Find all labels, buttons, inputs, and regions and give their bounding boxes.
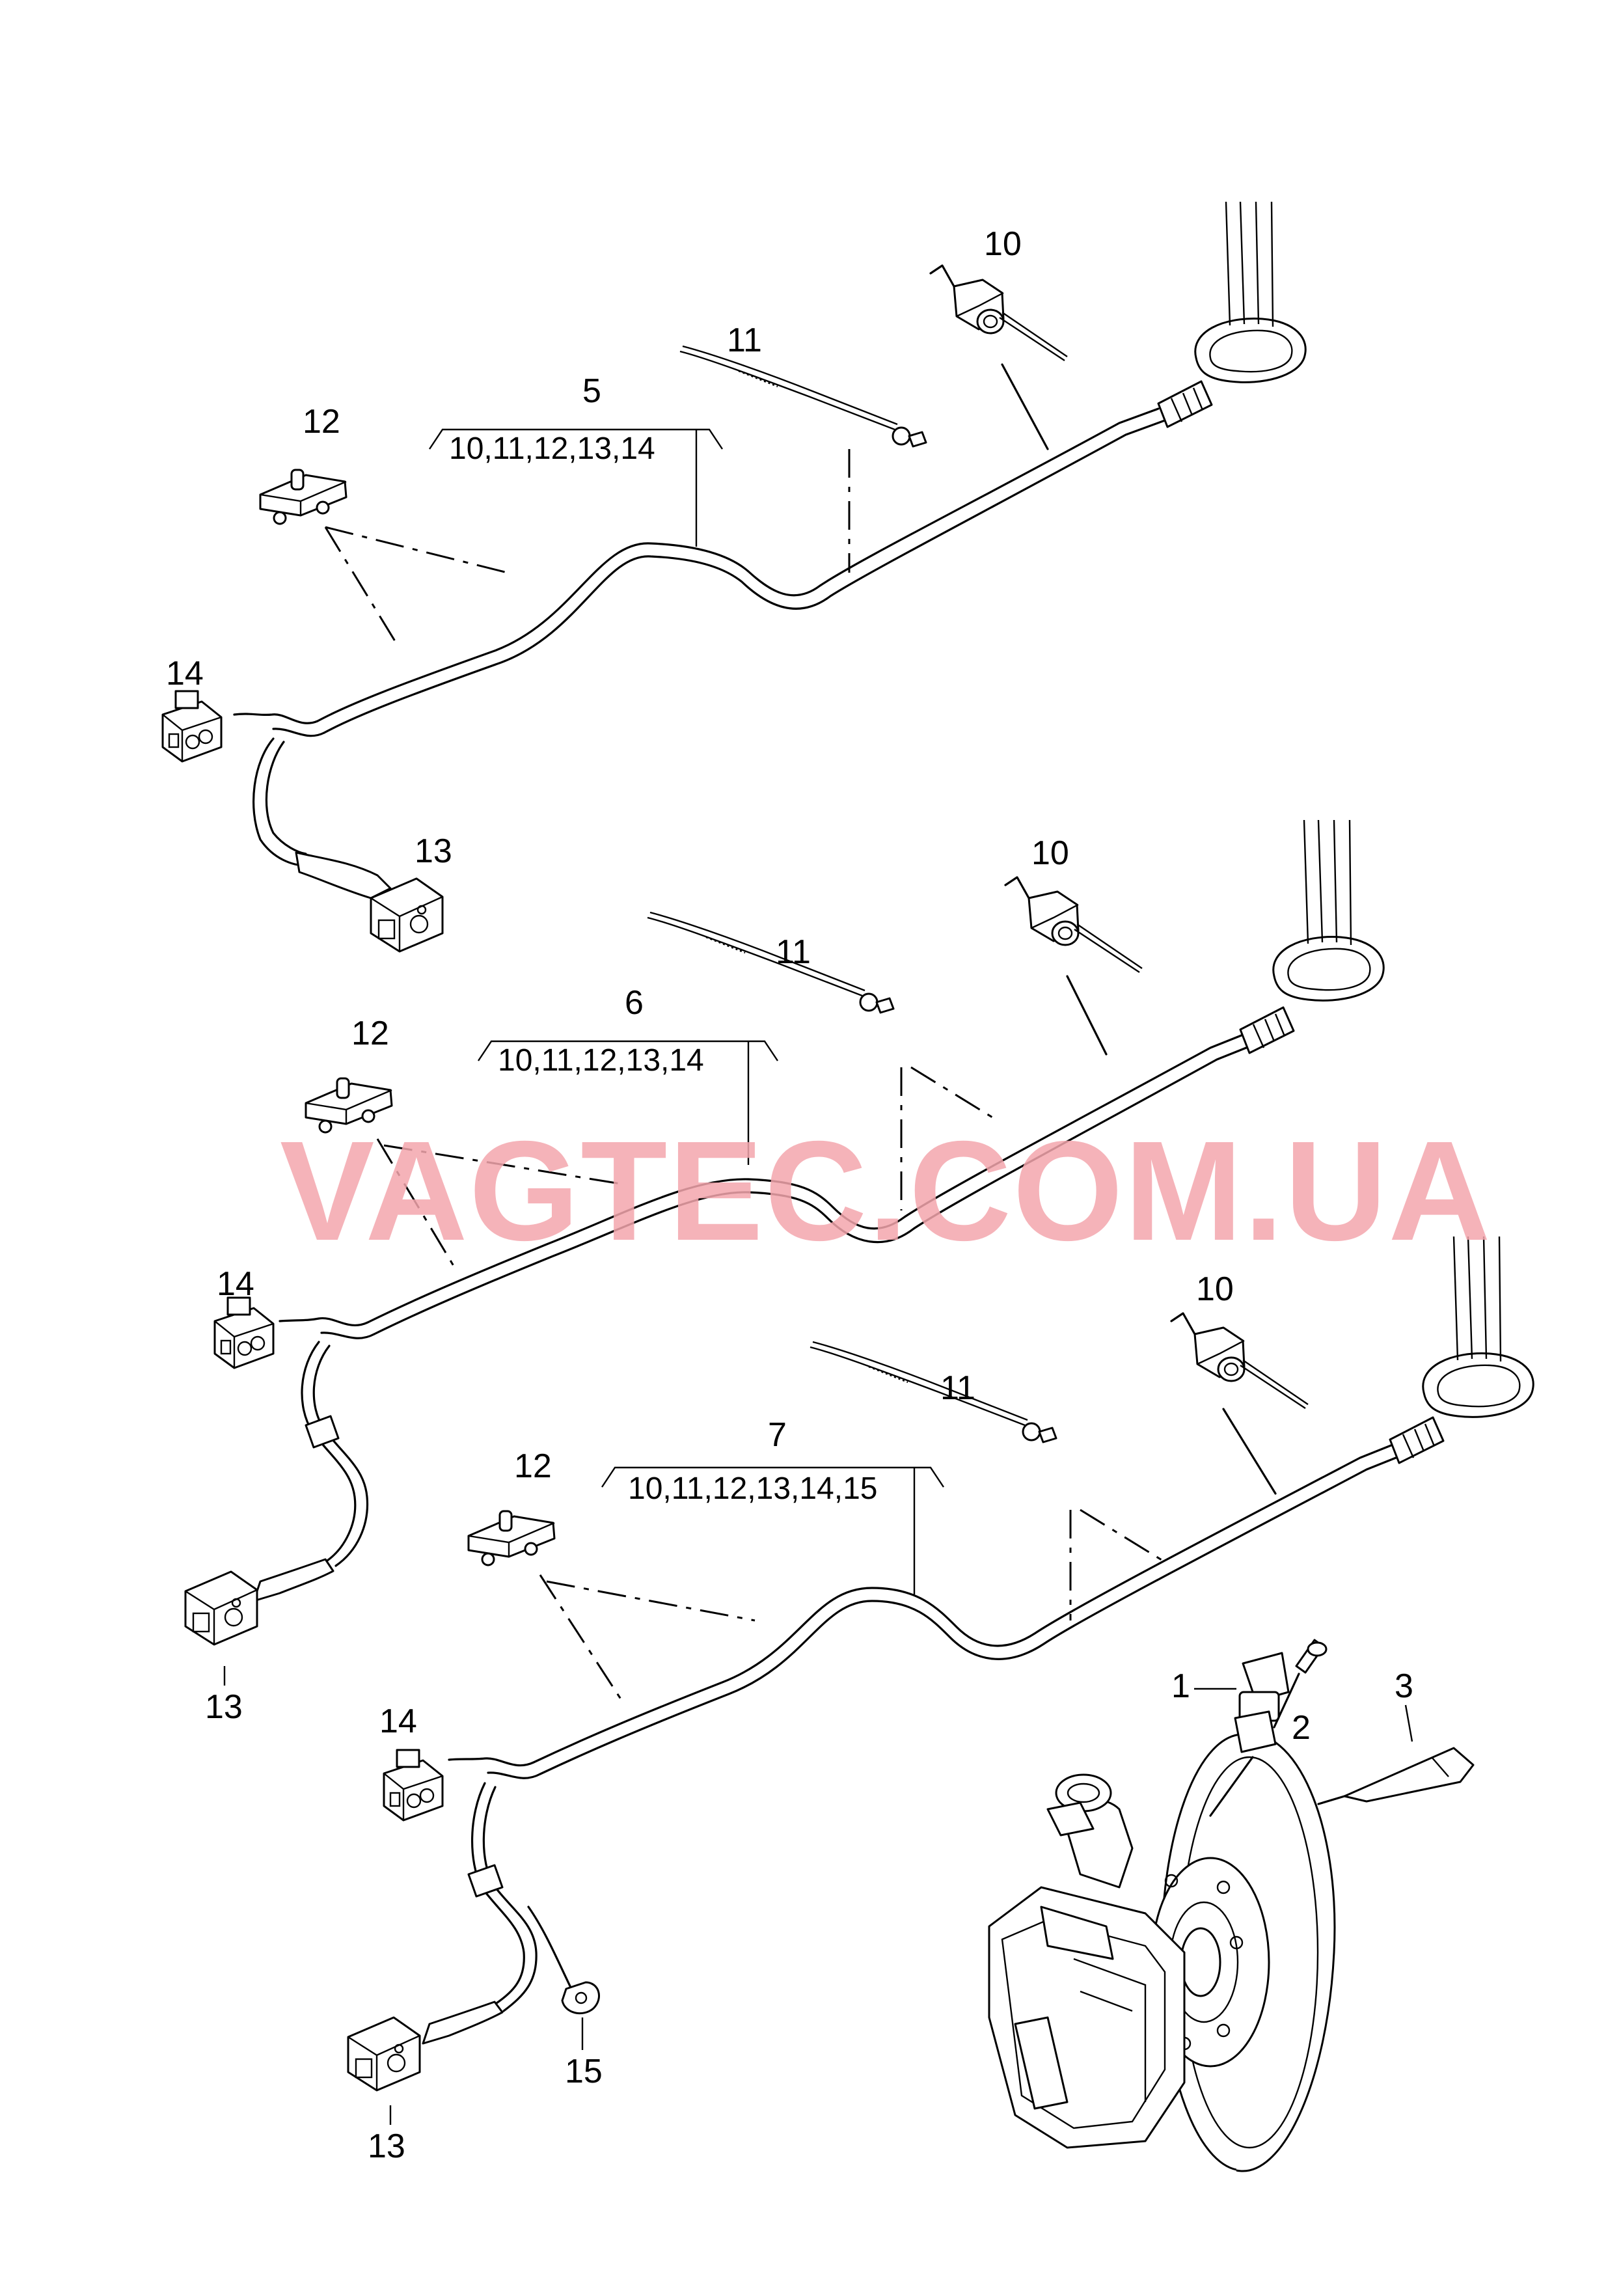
assembly-contents-6: 10,11,12,13,14 [498, 1043, 704, 1078]
label-part-11: 11 [940, 1369, 975, 1407]
label-part-13: 13 [205, 1688, 243, 1726]
label-part-3: 3 [1395, 1667, 1413, 1705]
label-part-1: 1 [1171, 1667, 1190, 1705]
label-part-13: 13 [368, 2127, 405, 2165]
assembly-contents-7: 10,11,12,13,14,15 [628, 1471, 877, 1506]
label-part-12: 12 [303, 403, 340, 441]
label-part-15: 15 [565, 2053, 603, 2090]
assembly-number-7: 7 [768, 1416, 787, 1454]
label-part-14: 14 [379, 1702, 417, 1740]
assembly-5 [161, 200, 1307, 953]
label-part-2: 2 [1292, 1709, 1311, 1747]
label-part-12: 12 [514, 1447, 552, 1485]
label-part-14: 14 [217, 1265, 254, 1303]
label-part-12: 12 [351, 1015, 389, 1052]
assembly-number-6: 6 [625, 984, 644, 1022]
label-part-10: 10 [1196, 1270, 1234, 1308]
watermark: VAGTEC.COM.UA [280, 1112, 1492, 1270]
label-part-10: 10 [984, 225, 1022, 263]
label-part-11: 11 [776, 933, 811, 971]
assembly-7 [347, 1235, 1534, 2092]
label-part-13: 13 [415, 832, 452, 870]
assembly-contents-5: 10,11,12,13,14 [449, 431, 655, 466]
label-part-11: 11 [727, 321, 762, 359]
brake-hub-assembly [988, 1639, 1475, 2172]
assembly-number-5: 5 [582, 372, 601, 410]
label-part-14: 14 [166, 655, 204, 692]
assembly-6 [184, 819, 1385, 1646]
label-part-10: 10 [1031, 834, 1069, 872]
